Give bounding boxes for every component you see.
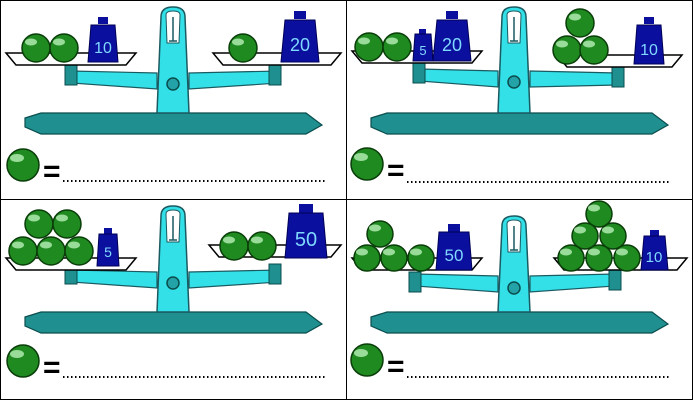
- weight-10-icon: 10: [87, 17, 119, 63]
- ball-answer-icon: [350, 343, 384, 377]
- equals-sign: =: [387, 154, 405, 187]
- weight-10-icon: 10: [640, 230, 669, 271]
- scale-beam: [64, 64, 282, 90]
- equals-sign: =: [387, 350, 405, 383]
- balance-scale: 50 10 =: [350, 200, 689, 383]
- left-ball-4-icon: [36, 236, 66, 266]
- right-ball-2-icon: [552, 35, 582, 65]
- right-ball-3-icon: [599, 222, 627, 250]
- scale-beam: [64, 263, 282, 289]
- exercise-1: 10 20 =: [0, 0, 347, 200]
- weight-20-icon: 20: [432, 11, 472, 62]
- left-ball-2-icon: [382, 32, 412, 62]
- weight-10-icon: 10: [633, 17, 665, 65]
- scale-base: [24, 311, 324, 334]
- right-ball-3-icon: [579, 35, 609, 65]
- right-ball-2-icon: [247, 231, 277, 261]
- scale-column: [497, 215, 531, 313]
- pivot-icon: [507, 281, 521, 295]
- pivot-icon: [166, 77, 180, 91]
- scale-beam: [412, 62, 625, 88]
- scale-column: [156, 205, 190, 313]
- weight-label: 5: [104, 244, 112, 260]
- right-ball-5-icon: [585, 244, 613, 272]
- left-ball-4-icon: [407, 244, 435, 272]
- ball-answer-icon: [6, 148, 40, 182]
- right-ball-2-icon: [571, 222, 599, 250]
- weight-5-icon: 5: [412, 29, 434, 62]
- scale-base: [24, 112, 324, 135]
- ball-answer-icon: [6, 344, 40, 378]
- left-ball-1-icon: [24, 209, 54, 239]
- weight-label: 5: [419, 43, 426, 58]
- left-ball-2-icon: [353, 244, 381, 272]
- weight-label: 20: [442, 35, 462, 55]
- equals-sign: =: [43, 155, 61, 188]
- pivot-icon: [507, 75, 521, 89]
- scale-column: [497, 6, 531, 114]
- weight-50-icon: 50: [284, 204, 328, 259]
- scale-base: [370, 112, 670, 135]
- weight-label: 50: [445, 246, 464, 265]
- left-ball-2-icon: [49, 33, 79, 63]
- weight-5-icon: 5: [96, 228, 120, 267]
- left-ball-1-icon: [366, 220, 394, 248]
- left-ball-1-icon: [21, 33, 51, 63]
- balance-scale: 5 20 10 =: [350, 6, 684, 187]
- left-ball-1-icon: [354, 32, 384, 62]
- weight-label: 10: [640, 42, 658, 59]
- left-ball-5-icon: [64, 236, 94, 266]
- weight-50-icon: 50: [435, 224, 473, 271]
- ball-answer-icon: [350, 147, 384, 181]
- weight-20-icon: 20: [280, 11, 320, 63]
- balance-scale: 5 50 =: [4, 204, 343, 384]
- scale-beam: [408, 269, 622, 293]
- right-ball-1-icon: [585, 200, 613, 228]
- left-ball-3-icon: [380, 244, 408, 272]
- right-ball-1-icon: [565, 8, 595, 38]
- right-ball-1-icon: [228, 33, 258, 63]
- equals-sign: =: [43, 351, 61, 384]
- weight-label: 20: [290, 35, 310, 55]
- left-ball-3-icon: [8, 236, 38, 266]
- pivot-icon: [166, 276, 180, 290]
- exercise-3: 5 50 =: [0, 199, 347, 400]
- weight-label: 10: [94, 40, 112, 57]
- weight-label: 50: [295, 229, 317, 251]
- right-ball-6-icon: [613, 244, 641, 272]
- left-ball-2-icon: [52, 209, 82, 239]
- balance-scale: 10 20 =: [4, 6, 343, 188]
- right-ball-1-icon: [219, 231, 249, 261]
- right-ball-4-icon: [557, 244, 585, 272]
- scale-base: [370, 311, 670, 334]
- exercise-4: 50 10 =: [346, 199, 693, 400]
- exercise-2: 5 20 10 =: [346, 0, 693, 200]
- weight-label: 10: [646, 249, 663, 266]
- scale-column: [156, 6, 190, 114]
